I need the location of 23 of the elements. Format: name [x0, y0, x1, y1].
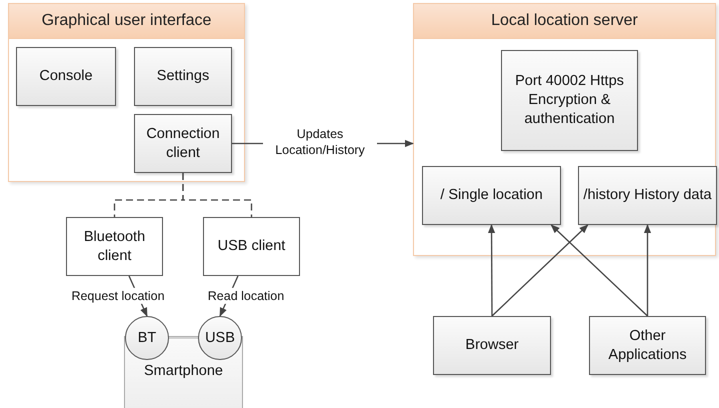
dashed-connector	[182, 173, 252, 217]
port-circle: USB	[198, 316, 242, 360]
group-title: Graphical user interface	[9, 4, 244, 39]
group-container	[413, 3, 716, 256]
process-box: /history History data	[578, 166, 717, 225]
process-box: Other Applications	[589, 316, 706, 375]
arrow	[550, 224, 648, 316]
process-box: Settings	[134, 47, 232, 106]
arrow	[644, 224, 652, 316]
port-circle: BT	[125, 316, 169, 360]
process-box: USB client	[203, 217, 300, 276]
process-box: Connection client	[134, 114, 232, 173]
process-box: Console	[16, 47, 116, 106]
group-container	[8, 3, 245, 182]
group-title: Local location server	[414, 4, 715, 39]
process-box: Port 40002 Https Encryption & authentication	[501, 50, 638, 151]
edge-label: Read location	[206, 288, 286, 304]
arrow	[488, 224, 496, 316]
process-box: Bluetooth client	[66, 217, 163, 276]
process-box: / Single location	[422, 166, 561, 225]
device-label: Smartphone	[144, 363, 223, 381]
process-box: Browser	[433, 316, 551, 375]
arrow	[492, 224, 588, 316]
